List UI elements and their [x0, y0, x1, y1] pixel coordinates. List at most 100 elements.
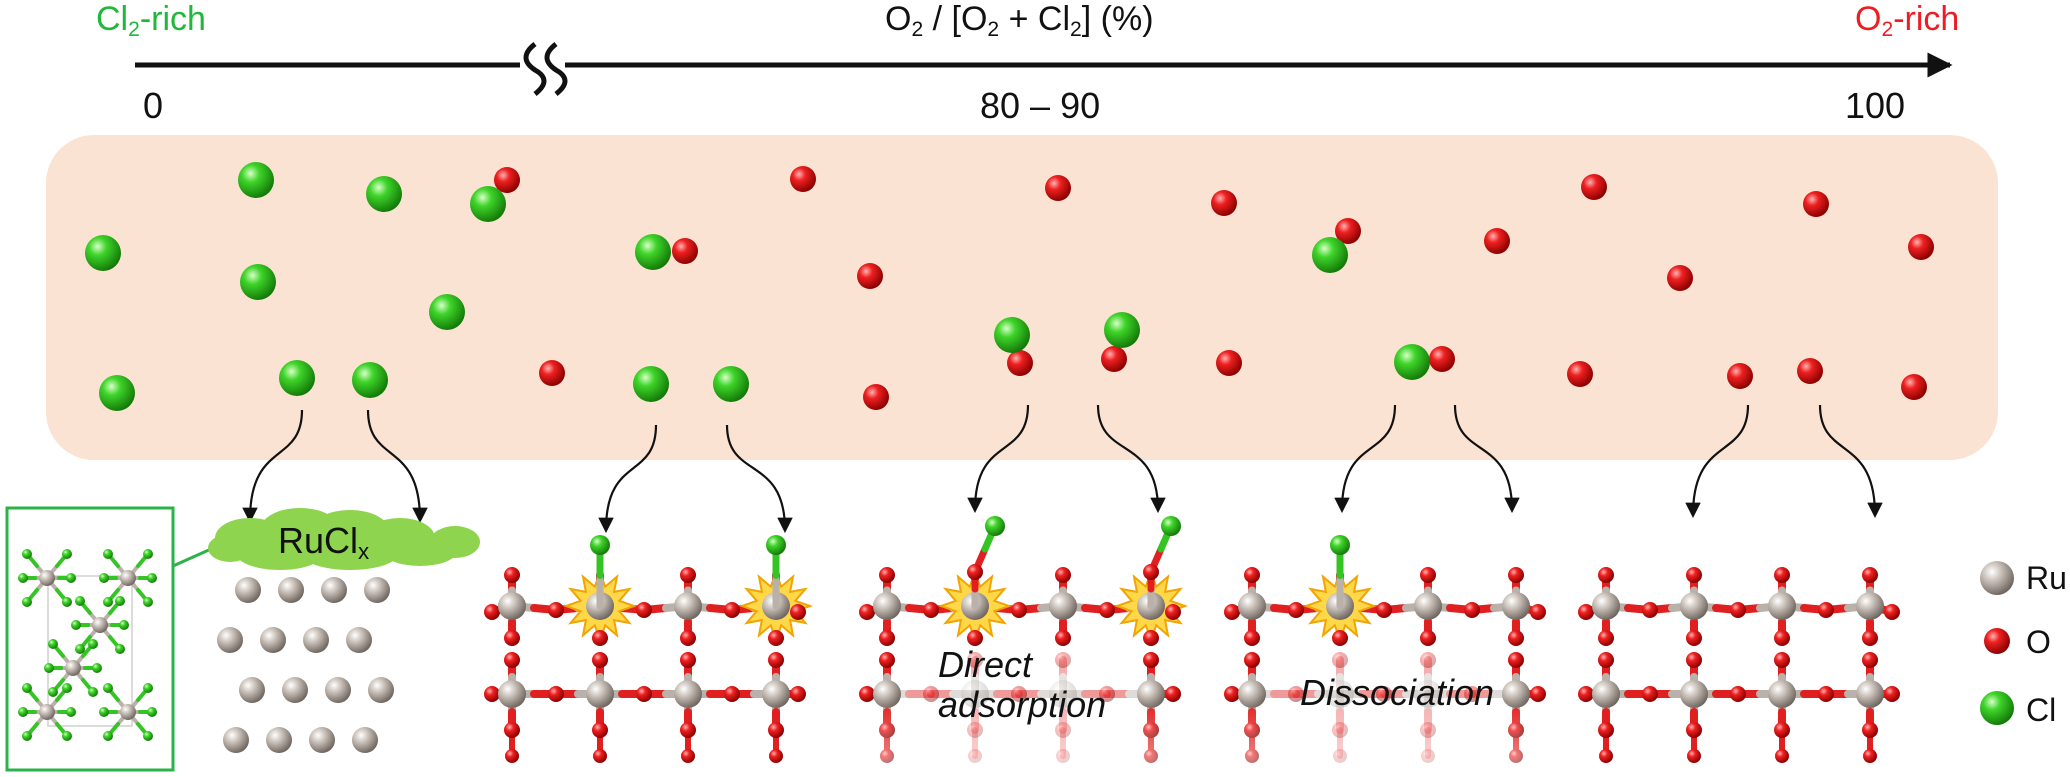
o-atom — [1099, 686, 1115, 702]
o-atom — [1376, 602, 1392, 618]
o-atom — [1244, 630, 1260, 646]
cl-atom — [635, 234, 671, 270]
cl-atom — [238, 162, 274, 198]
o-atom — [1288, 686, 1304, 702]
fade-overlay — [857, 700, 1177, 770]
gas-phase-band — [46, 135, 1998, 460]
cl-atom — [22, 731, 32, 741]
cl-atom — [71, 620, 81, 630]
o-atom — [1376, 686, 1392, 702]
o-atom — [967, 652, 983, 668]
o-atom — [1508, 652, 1524, 668]
curved-arrow — [242, 409, 304, 524]
ru-atom — [39, 704, 55, 720]
ru-atom — [1856, 592, 1884, 620]
cl-atom — [429, 294, 465, 330]
ru-atom — [346, 627, 372, 653]
o-atom — [680, 567, 696, 583]
o-atom — [1730, 686, 1746, 702]
cl-atom — [352, 362, 388, 398]
cl-atom — [633, 366, 669, 402]
ru-atom — [303, 627, 329, 653]
curved-arrow — [1096, 404, 1166, 514]
o-atom — [1099, 602, 1115, 618]
o-atom — [1011, 602, 1027, 618]
ru-atom — [1980, 561, 2014, 595]
o-atom — [1730, 602, 1746, 618]
o-atom — [768, 652, 784, 668]
cl-atom — [66, 573, 76, 583]
o-atom — [672, 238, 698, 264]
cl-atom — [994, 317, 1030, 353]
o-atom — [1686, 722, 1702, 738]
o-atom — [1598, 652, 1614, 668]
ru-atom — [498, 592, 526, 620]
o-atom — [1508, 567, 1524, 583]
axis-title: O2 / [O2 + Cl2] (%) — [885, 0, 1154, 41]
cl-atom — [85, 235, 121, 271]
ru-atom — [120, 570, 136, 586]
ru-atom — [309, 727, 335, 753]
ru-atom — [239, 677, 265, 703]
ru-atom — [120, 704, 136, 720]
rucl-bulk-inset — [5, 506, 221, 772]
cl-atom — [1312, 237, 1348, 273]
o-atom — [1803, 191, 1829, 217]
o-atom — [1224, 686, 1240, 702]
ru-atom — [1680, 592, 1708, 620]
o-atom — [967, 630, 983, 646]
curved-arrow — [1685, 404, 1750, 519]
o-atom — [1244, 652, 1260, 668]
cl-atom — [22, 549, 32, 559]
o-atom — [636, 602, 652, 618]
o-atom — [1464, 602, 1480, 618]
cl-atom — [18, 707, 28, 717]
o-atom — [1581, 174, 1607, 200]
o-atom — [1143, 652, 1159, 668]
o-atom — [504, 652, 520, 668]
o-atom — [1420, 630, 1436, 646]
cl-atom — [143, 549, 153, 559]
ru-atom — [1680, 680, 1708, 708]
o-atom — [504, 722, 520, 738]
o-atom — [1686, 567, 1702, 583]
o-atom — [859, 686, 875, 702]
o-atom — [636, 686, 652, 702]
tick-label-80-90: 80 – 90 — [980, 85, 1101, 126]
o-atom — [769, 749, 783, 763]
ru-atom — [674, 592, 702, 620]
o-atom — [1508, 630, 1524, 646]
ruo2-slab — [1578, 567, 1900, 763]
ru-atom — [325, 677, 351, 703]
ru-atom — [498, 680, 526, 708]
o-atom — [1862, 722, 1878, 738]
gas-molecules — [85, 162, 1934, 411]
ru-atom — [266, 727, 292, 753]
o-atom — [1818, 686, 1834, 702]
o-atom — [857, 263, 883, 289]
o-atom — [592, 722, 608, 738]
o-atom — [1143, 630, 1159, 646]
o-atom — [1642, 686, 1658, 702]
o-atom — [494, 167, 520, 193]
rucl-cloud — [208, 508, 480, 570]
ru-atom — [674, 680, 702, 708]
ru-atom — [92, 617, 108, 633]
o-atom — [1429, 346, 1455, 372]
ruo2-slabs — [484, 516, 1900, 770]
o-atom — [1901, 374, 1927, 400]
ru-atom — [1856, 680, 1884, 708]
o-atom — [1011, 686, 1027, 702]
cl-atom — [88, 687, 98, 697]
o-atom — [593, 749, 607, 763]
o-atom — [484, 686, 500, 702]
ruo2-slab — [1222, 535, 1546, 770]
cl-atom — [147, 573, 157, 583]
o-atom — [1774, 567, 1790, 583]
o-atom — [923, 602, 939, 618]
cl-atom — [103, 549, 113, 559]
ruo2-slab — [857, 516, 1188, 770]
cl-atom — [66, 707, 76, 717]
cl-atom — [119, 620, 129, 630]
o-atom — [859, 604, 875, 620]
